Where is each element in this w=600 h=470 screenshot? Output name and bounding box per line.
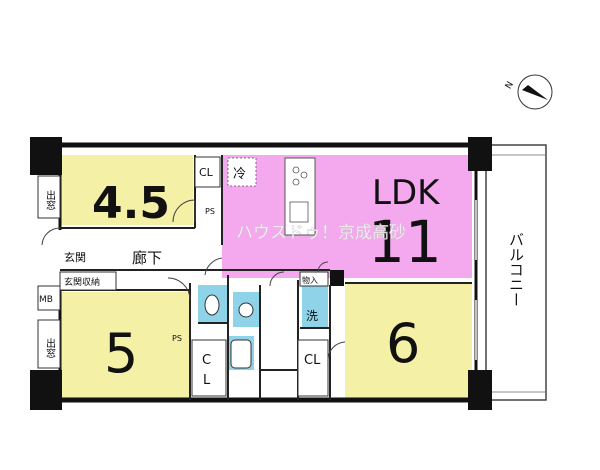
- label-balcony: バルコニー: [507, 232, 525, 307]
- compass: N: [504, 74, 553, 110]
- label-genkan: 玄関: [64, 250, 86, 264]
- storage-monoire: [299, 271, 329, 287]
- closet-mid: [191, 339, 227, 397]
- toilet-fixture: [204, 294, 220, 316]
- pillar: [30, 137, 62, 175]
- room-6-label: 6: [386, 312, 420, 375]
- closet-top: [194, 156, 221, 188]
- label-roka: 廊下: [132, 249, 162, 267]
- mb-box: [37, 285, 61, 311]
- label-sen: 洗: [306, 309, 318, 323]
- pillar: [30, 370, 62, 410]
- room-5-fill: [60, 292, 190, 399]
- genkan-storage: [59, 271, 117, 291]
- ldk-fill: [222, 155, 472, 278]
- bathtub: [230, 339, 252, 369]
- bay-window-top: [37, 175, 61, 219]
- ldk-label: LDK: [372, 173, 441, 213]
- closet-right: [297, 339, 329, 397]
- room-4-5-label: 4.5: [92, 178, 170, 229]
- label-ps-bottom: PS: [172, 334, 182, 343]
- washroom-fill: [302, 286, 328, 328]
- ldk-size-label: 11: [368, 208, 442, 276]
- compass-north-label: N: [504, 80, 516, 91]
- label-cl-mid-c: C: [202, 353, 211, 368]
- watermark: ハウスドゥ！京成高砂: [236, 223, 406, 243]
- label-demado-bottom: 出窓: [44, 337, 56, 358]
- label-cl-mid-l: L: [203, 373, 211, 388]
- label-rei: 冷: [233, 167, 246, 182]
- pillar: [468, 137, 492, 171]
- balcony: [485, 144, 547, 401]
- refrigerator-space: [227, 157, 257, 187]
- label-ps-top: PS: [205, 207, 215, 216]
- label-demado-top: 出窓: [44, 189, 56, 210]
- label-cl-top: CL: [199, 166, 214, 179]
- pillar: [468, 370, 492, 410]
- pillar: [330, 270, 344, 286]
- label-monoire: 物入: [302, 275, 318, 285]
- label-cl-right: CL: [304, 353, 321, 368]
- label-genkan-shuno: 玄関収納: [64, 276, 100, 288]
- label-mb: MB: [39, 295, 53, 305]
- room-6-fill: [345, 283, 472, 399]
- door-swings: [41, 199, 346, 361]
- room-5-label: 5: [104, 322, 138, 385]
- room-4-5-fill: [60, 155, 193, 225]
- bay-window-bottom: [37, 319, 61, 369]
- washbasin-fixture: [238, 302, 254, 318]
